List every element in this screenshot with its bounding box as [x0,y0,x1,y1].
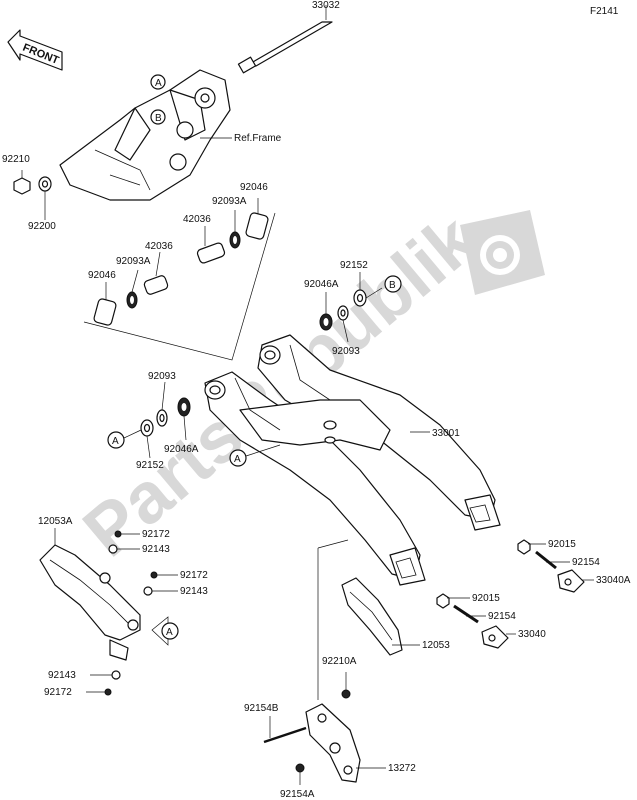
bolt-92154-b [453,604,486,624]
label-92093-left: 92093 [148,371,176,382]
svg-text:A: A [234,454,241,465]
seal-92093A-top [229,210,241,249]
chain-guide-13272 [305,703,386,783]
chain-adjuster-33040 [481,625,516,649]
callout-a-frame: A [150,74,166,90]
svg-text:A: A [166,627,173,638]
chain-guide-12053A [39,528,141,661]
label-13272: 13272 [388,763,416,774]
washer-92200 [38,176,52,220]
bolt-92172-b [150,571,178,579]
label-42036-left: 42036 [145,241,173,252]
bushing-92046-top [245,198,269,240]
chain-slider-12053 [341,577,420,656]
swingarm-33001 [204,334,501,586]
group-bracket [83,212,276,361]
nut-92143-b [143,586,178,596]
callout-a-swingarm: A [229,444,281,467]
label-92152-left: 92152 [136,460,164,471]
svg-text:A: A [155,78,162,89]
label-33040A: 33040A [596,575,631,586]
label-92093-right: 92093 [332,346,360,357]
label-92172-b: 92172 [180,570,208,581]
washer-92152-left [140,419,154,459]
nut-92143-c [90,670,121,680]
ref-frame-label: Ref.Frame [234,133,282,144]
washer-92152-top [353,272,367,307]
bushing-92046-left [93,282,117,326]
label-42036-top: 42036 [183,214,211,225]
collar-42036-left [143,251,169,295]
label-92093A-left: 92093A [116,256,151,267]
svg-text:B: B [155,113,162,124]
label-92154B: 92154B [244,703,279,714]
seal-92093-left [156,381,168,427]
nut-92210A [341,672,351,699]
svg-text:A: A [112,436,119,447]
watermark-gear-icon [460,210,545,295]
label-12053: 12053 [422,640,450,651]
frame-section [59,69,232,201]
callout-b-right: B [365,275,402,299]
collar-42036-top [196,226,226,264]
label-92154-b: 92154 [488,611,516,622]
label-33040: 33040 [518,629,546,640]
label-12053A: 12053A [38,516,73,527]
label-92172-c: 92172 [44,687,72,698]
label-92015-b: 92015 [472,593,500,604]
label-92172-a: 92172 [142,529,170,540]
front-arrow-icon: FRONT [7,29,63,71]
pivot-shaft [237,5,333,74]
nut-92015-a [517,539,546,555]
label-92046A-left: 92046A [164,444,199,455]
nut-92210 [13,170,31,195]
label-33032: 33032 [312,0,340,11]
svg-text:B: B [389,280,396,291]
label-92154-a: 92154 [572,557,600,568]
bolt-92154-a [535,550,570,570]
label-33001: 33001 [432,428,460,439]
label-92046-left: 92046 [88,270,116,281]
callout-a-left: A [107,429,142,449]
chain-adjuster-33040A [557,569,594,593]
label-92200: 92200 [28,221,56,232]
page-code: F2141 [590,6,619,17]
callout-a-guide: A [151,616,179,646]
label-92154A: 92154A [280,789,315,800]
label-92143-a: 92143 [142,544,170,555]
nut-92015-b [436,593,470,609]
seal-92046A-left [177,397,191,441]
seal-92093-right [337,305,349,343]
label-92152-top: 92152 [340,260,368,271]
callout-b-frame: B [150,109,166,125]
label-92046A-top: 92046A [304,279,339,290]
seal-92046A-top [319,292,333,331]
bolt-92154A [295,763,305,785]
label-92143-b: 92143 [180,586,208,597]
label-92015-a: 92015 [548,539,576,550]
seal-92093A-left [126,269,139,309]
label-92143-c: 92143 [48,670,76,681]
slider-bracket-line [317,539,349,700]
bolt-92172-a [114,530,140,538]
label-92210: 92210 [2,154,30,165]
nut-92143-a [108,544,140,554]
label-92210A: 92210A [322,656,357,667]
label-92093A-top: 92093A [212,196,247,207]
label-92046-top: 92046 [240,182,268,193]
bolt-92154B [263,716,307,744]
bolt-92172-c [86,688,112,696]
